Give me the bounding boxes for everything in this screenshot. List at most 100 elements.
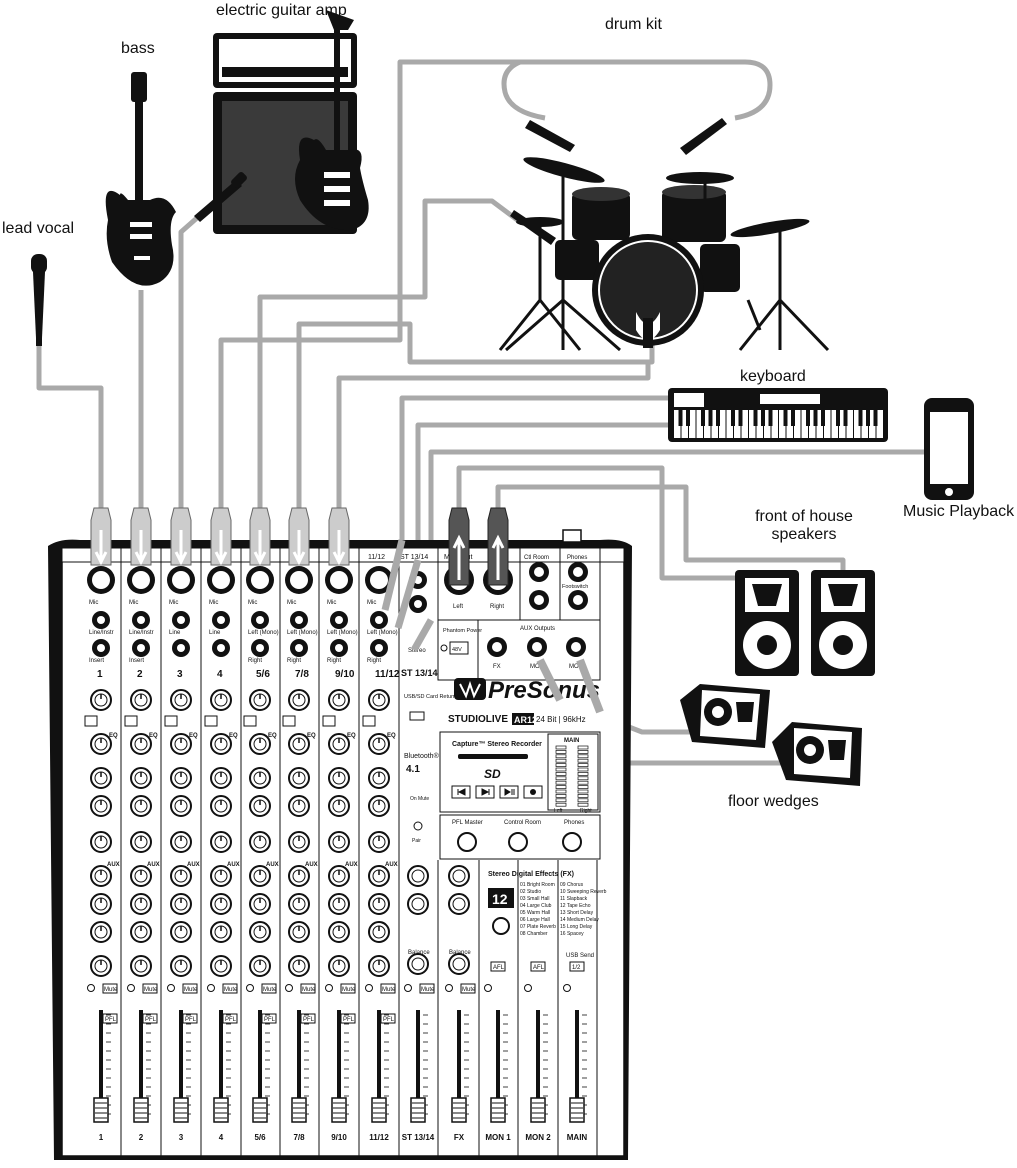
strip-knob[interactable] xyxy=(288,733,310,755)
xlr-input[interactable] xyxy=(285,566,313,594)
lowcut-button[interactable] xyxy=(362,715,376,727)
afl-button[interactable] xyxy=(530,961,546,972)
fader-cap[interactable] xyxy=(451,1097,467,1123)
strip-knob[interactable] xyxy=(170,795,192,817)
lowcut-button[interactable] xyxy=(124,715,138,727)
strip-knob[interactable] xyxy=(328,955,350,977)
phones-knob[interactable] xyxy=(562,832,582,852)
phantom-power-button[interactable] xyxy=(440,641,469,655)
strip-knob[interactable] xyxy=(249,865,271,887)
usb-send-button[interactable] xyxy=(569,961,585,972)
line-input-jack[interactable] xyxy=(251,611,269,629)
strip-knob[interactable] xyxy=(288,767,310,789)
fader-cap[interactable] xyxy=(252,1097,268,1123)
fader-cap[interactable] xyxy=(213,1097,229,1123)
fader-cap[interactable] xyxy=(569,1097,585,1123)
fader-2[interactable] xyxy=(133,1010,151,1123)
strip-knob[interactable] xyxy=(288,893,310,915)
strip-knob[interactable] xyxy=(170,955,192,977)
afl-button[interactable] xyxy=(490,961,506,972)
mute-button[interactable] xyxy=(300,983,316,994)
xlr-input[interactable] xyxy=(246,566,274,594)
strip-knob[interactable] xyxy=(249,795,271,817)
fader-cap[interactable] xyxy=(133,1097,149,1123)
xlr-input[interactable] xyxy=(365,566,393,594)
strip-knob[interactable] xyxy=(90,865,112,887)
strip-knob[interactable] xyxy=(90,955,112,977)
strip-knob[interactable] xyxy=(328,893,350,915)
lowcut-button[interactable] xyxy=(282,715,296,727)
line-input-jack[interactable] xyxy=(212,611,230,629)
fader-7[interactable] xyxy=(331,1010,349,1123)
line-input-jack[interactable] xyxy=(330,611,348,629)
strip-knob[interactable] xyxy=(90,733,112,755)
fader-cap[interactable] xyxy=(410,1097,426,1123)
line-input-jack[interactable] xyxy=(290,611,308,629)
strip-knob[interactable] xyxy=(210,865,232,887)
fader-12[interactable] xyxy=(530,1010,548,1123)
strip-knob[interactable] xyxy=(249,767,271,789)
gain-knob[interactable] xyxy=(249,689,271,711)
line-input-jack[interactable] xyxy=(132,611,150,629)
fader-13[interactable] xyxy=(569,1010,587,1123)
fader-cap[interactable] xyxy=(490,1097,506,1123)
strip-knob[interactable] xyxy=(210,767,232,789)
mute-button[interactable] xyxy=(222,983,238,994)
gain-knob[interactable] xyxy=(288,689,310,711)
xlr-input[interactable] xyxy=(87,566,115,594)
line-input-jack[interactable] xyxy=(370,611,388,629)
strip-knob[interactable] xyxy=(288,921,310,943)
footswitch-jack[interactable] xyxy=(568,590,588,610)
fader-cap[interactable] xyxy=(371,1097,387,1123)
gain-knob[interactable] xyxy=(328,689,350,711)
strip-knob[interactable] xyxy=(328,865,350,887)
strip-knob[interactable] xyxy=(368,831,390,853)
strip-knob[interactable] xyxy=(170,865,192,887)
lowcut-button[interactable] xyxy=(243,715,257,727)
strip-knob[interactable] xyxy=(249,831,271,853)
mute-button[interactable] xyxy=(142,983,158,994)
insert-jack[interactable] xyxy=(330,639,348,657)
lowcut-button[interactable] xyxy=(84,715,98,727)
fx-select-knob[interactable] xyxy=(492,917,510,935)
strip-knob[interactable] xyxy=(328,733,350,755)
strip-knob[interactable] xyxy=(210,831,232,853)
strip-knob[interactable] xyxy=(90,893,112,915)
mute-button[interactable] xyxy=(102,983,118,994)
strip-knob[interactable] xyxy=(328,795,350,817)
mute-button[interactable] xyxy=(340,983,356,994)
fader-9[interactable] xyxy=(410,1010,428,1123)
strip-knob[interactable] xyxy=(130,733,152,755)
strip-knob[interactable] xyxy=(170,893,192,915)
strip-knob[interactable] xyxy=(368,893,390,915)
strip-knob[interactable] xyxy=(210,955,232,977)
mute-button[interactable] xyxy=(261,983,277,994)
strip-knob[interactable] xyxy=(210,733,232,755)
strip-knob[interactable] xyxy=(407,953,429,975)
lowcut-button[interactable] xyxy=(204,715,218,727)
strip-knob[interactable] xyxy=(288,831,310,853)
strip-knob[interactable] xyxy=(90,767,112,789)
fader-cap[interactable] xyxy=(173,1097,189,1123)
pfl-master-knob[interactable] xyxy=(457,832,477,852)
strip-knob[interactable] xyxy=(249,733,271,755)
strip-knob[interactable] xyxy=(130,831,152,853)
strip-knob[interactable] xyxy=(210,795,232,817)
ctl-room-right-jack[interactable] xyxy=(529,590,549,610)
gain-knob[interactable] xyxy=(210,689,232,711)
fx-out-jack[interactable] xyxy=(487,637,507,657)
strip-knob[interactable] xyxy=(130,893,152,915)
phones-jack[interactable] xyxy=(568,562,588,582)
xlr-input[interactable] xyxy=(127,566,155,594)
strip-knob[interactable] xyxy=(130,767,152,789)
strip-knob[interactable] xyxy=(90,795,112,817)
strip-knob[interactable] xyxy=(368,865,390,887)
strip-knob[interactable] xyxy=(368,767,390,789)
mute-button[interactable] xyxy=(182,983,198,994)
fader-4[interactable] xyxy=(213,1010,231,1123)
fader-10[interactable] xyxy=(451,1010,469,1123)
fader-cap[interactable] xyxy=(93,1097,109,1123)
control-room-knob[interactable] xyxy=(508,832,528,852)
mon2-out-jack[interactable] xyxy=(566,637,586,657)
insert-jack[interactable] xyxy=(370,639,388,657)
